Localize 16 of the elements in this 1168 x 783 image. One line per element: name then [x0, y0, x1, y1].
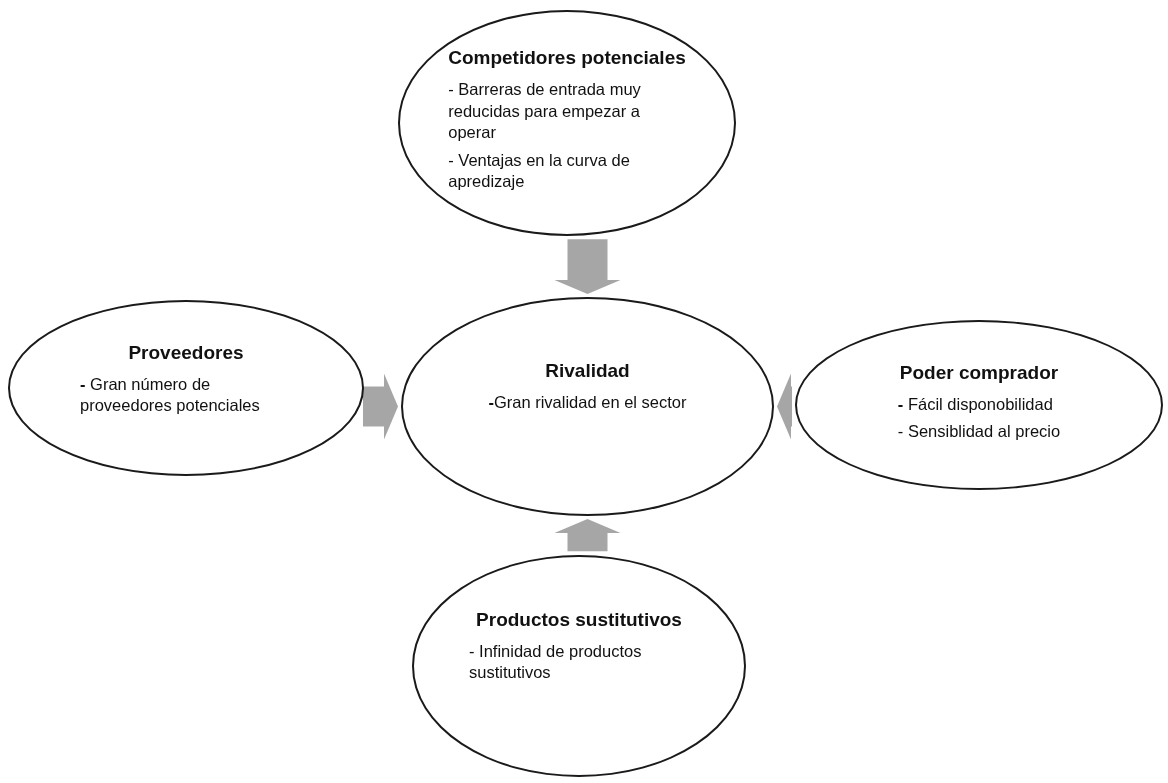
block-arrow — [363, 373, 398, 440]
node-text: - Infinidad de productos sustitutivos — [469, 640, 643, 683]
node-heading: Proveedores — [128, 341, 244, 364]
block-arrow — [554, 239, 621, 294]
block-arrow — [777, 373, 793, 440]
node-text: - Fácil disponobilidad — [897, 393, 1053, 415]
node-text: - Gran número de proveedores potenciales — [80, 373, 261, 416]
node-heading: Rivalidad — [545, 359, 630, 382]
block-arrow — [554, 519, 621, 552]
node-text: - Sensiblidad al precio — [897, 421, 1061, 442]
node-heading: Productos sustitutivos — [476, 608, 682, 631]
node-heading: Poder comprador — [899, 361, 1059, 384]
node-text: -Gran rivalidad en el sector — [488, 391, 687, 413]
node-heading: Competidores potenciales — [448, 47, 686, 70]
node-text: - Ventajas en la curva de apredizaje — [448, 149, 631, 193]
node-text: - Barreras de entrada muy reducidas para empezar a operar — [448, 79, 642, 144]
